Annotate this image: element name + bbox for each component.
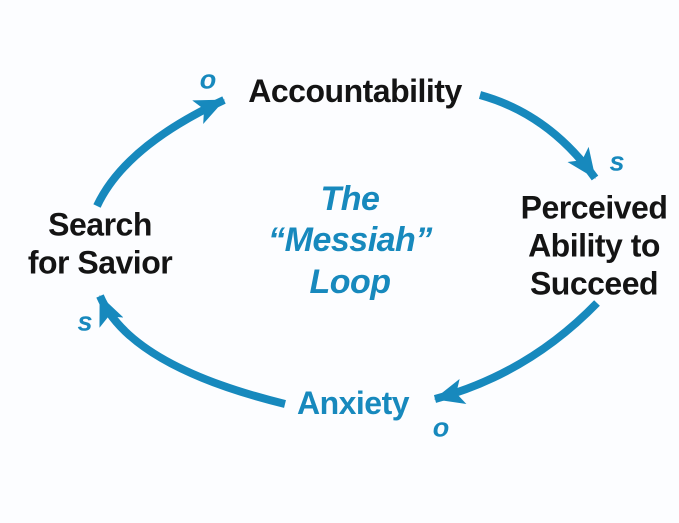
loop-title-line1: The [320,179,380,218]
node-search-for-savior: Search for Savior [27,206,173,282]
node-search-line1: Search [48,206,152,243]
edge-accountability-to-perceived-arrow [478,91,599,181]
node-perceived-ability-line3: Succeed [529,264,659,301]
node-anxiety: Anxiety [296,385,410,422]
node-search-line2: for Savior [27,244,173,280]
edge-perceived-to-anxiety-arrow [433,300,600,405]
loop-title: The “Messiah” Loop [268,179,432,303]
loop-title-line3: Loop [309,262,391,301]
node-perceived-ability-line2: Ability to [528,227,660,264]
loop-title-line2: “Messiah” [268,221,432,260]
edge-search-to-accountability-arrow [93,96,226,208]
edge-anxiety-to-search-arrow [96,294,286,408]
polarity-label-left: s [77,306,93,337]
polarity-label-top: o [199,64,217,95]
polarity-label-right: s [609,146,625,177]
node-perceived-ability-line1: Perceived [520,189,668,226]
polarity-label-bottom: o [432,412,450,443]
node-perceived-ability: Perceived Ability to Succeed [521,189,668,302]
node-accountability: Accountability [248,73,462,110]
